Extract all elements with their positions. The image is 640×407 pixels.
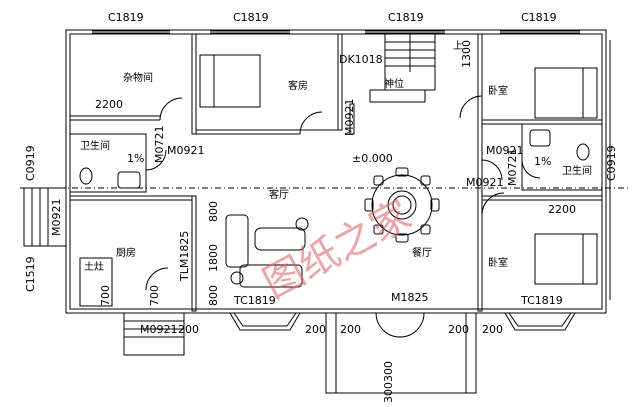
room-stove: 土灶 — [84, 260, 104, 273]
door-tlm1825: TLM1825 — [178, 231, 191, 282]
dimension-labels: C1819 C1819 C1819 C1819 DK1018 1300 2200… — [24, 11, 618, 403]
window-tc1819-right: TC1819 — [520, 294, 563, 307]
window-top-3: C1819 — [388, 11, 424, 24]
door-m0721-right: M0721 — [506, 149, 519, 187]
door-stair: DK1018 — [339, 53, 383, 66]
room-bed-top-right: 卧室 — [488, 84, 508, 97]
door-m0921-c: M0921 — [486, 144, 524, 157]
win-c0919-right: C0919 — [605, 145, 618, 181]
dim-700-b: 700 — [148, 285, 161, 306]
slope-right: 1% — [534, 155, 551, 168]
room-guest: 客房 — [288, 79, 308, 92]
win-c0919-left: C0919 — [24, 145, 37, 181]
window-tc1819-left: TC1819 — [233, 294, 276, 307]
stair-up-label: 上 — [453, 40, 463, 52]
bath-fixtures — [79, 129, 590, 189]
door-m0921-a: M0921 — [343, 99, 356, 137]
stove — [79, 257, 113, 307]
room-bath-right: 卫生间 — [562, 164, 592, 177]
door-m0921-b: M0921 — [167, 144, 205, 157]
dim-200-d: 200 — [482, 323, 503, 336]
dim-200-c: 200 — [448, 323, 469, 336]
door-m0721-left: M0721 — [153, 126, 166, 164]
stair-len: 1300 — [460, 40, 473, 68]
dim-200-a: 200 — [305, 323, 326, 336]
door-m0921-kitchen: M0921 — [50, 199, 63, 237]
room-shrine: 神位 — [384, 77, 404, 90]
window-top-1: C1819 — [108, 11, 144, 24]
dim-800-a: 800 — [207, 201, 220, 222]
room-storage: 杂物间 — [123, 71, 153, 84]
room-living: 客厅 — [269, 188, 289, 201]
room-dining: 餐厅 — [412, 246, 432, 259]
window-top-2: C1819 — [233, 11, 269, 24]
dim-700-a: 700 — [99, 285, 112, 306]
dim-800-b: 800 — [207, 285, 220, 306]
room-bath-left: 卫生间 — [80, 139, 110, 152]
beds — [199, 54, 598, 285]
dining-table — [364, 167, 440, 243]
dim-2200-right: 2200 — [548, 203, 576, 216]
door-swings — [145, 95, 541, 291]
door-m0921-bottom: M0921 — [140, 323, 178, 336]
entrance-porch — [325, 312, 477, 394]
room-labels: 杂物间 客房 卫生间 厨房 土灶 客厅 餐厅 卧室 卫生间 卧室 神位 上 — [80, 40, 592, 273]
interior-walls — [69, 33, 603, 312]
dim-2200-left: 2200 — [95, 98, 123, 111]
win-c1519: C1519 — [24, 256, 37, 292]
door-m1825: M1825 — [391, 291, 429, 304]
slope-left: 1% — [127, 152, 144, 165]
room-kitchen: 厨房 — [116, 246, 136, 259]
bay-windows — [229, 312, 576, 331]
sofa-set — [225, 214, 309, 288]
kitchen-steps — [123, 312, 185, 356]
window-top-4: C1819 — [521, 11, 557, 24]
dim-1800: 1800 — [207, 244, 220, 272]
room-bed-bottom-right: 卧室 — [488, 256, 508, 269]
elevation-mark: ±0.000 — [352, 152, 393, 165]
side-steps — [23, 187, 67, 247]
top-windows — [92, 30, 580, 34]
door-m0921-d: M0921 — [466, 176, 504, 189]
dim-300300: 300300 — [382, 361, 395, 403]
dim-200-b: 200 — [340, 323, 361, 336]
dim-200: 200 — [178, 323, 199, 336]
